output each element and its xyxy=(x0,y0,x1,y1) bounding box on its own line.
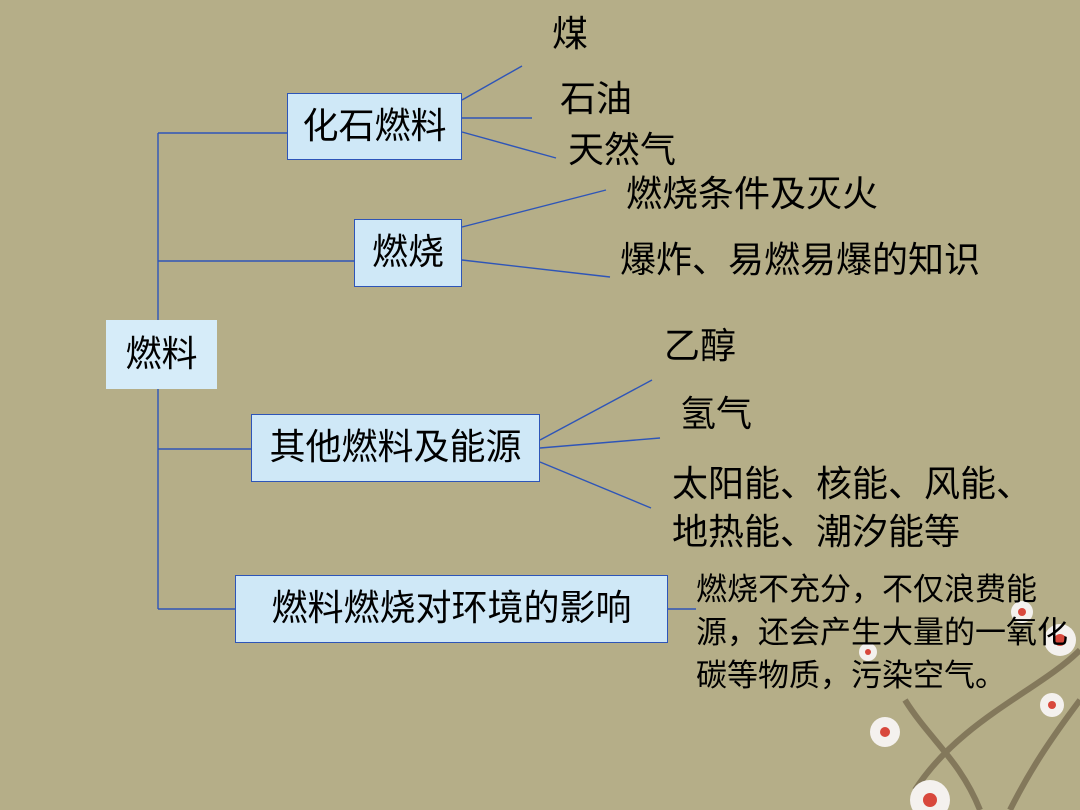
leaf-coal: 煤 xyxy=(552,14,589,55)
leaf-line-explosion xyxy=(461,259,611,278)
blossom-icon xyxy=(1011,601,1033,623)
leaf-combustion-conditions: 燃烧条件及灭火 xyxy=(626,174,879,215)
leaf-natural-gas: 天然气 xyxy=(568,130,677,171)
branch-label: 化石燃料 xyxy=(302,105,447,147)
leaf-line-coal xyxy=(461,65,523,101)
leaf-line-renewables xyxy=(539,461,652,509)
blossom-icon xyxy=(1044,624,1076,656)
branch-decoration xyxy=(902,647,1080,810)
branch-label: 其他燃料及能源 xyxy=(269,427,522,468)
blossom-icon xyxy=(1040,693,1064,717)
leaf-line-ethanol xyxy=(539,379,653,441)
branch-node-fossil-fuel: 化石燃料 xyxy=(287,93,462,160)
blossom-icon xyxy=(910,780,950,810)
branch-label: 燃料燃烧对环境的影响 xyxy=(271,588,632,629)
leaf-hydrogen: 氢气 xyxy=(680,394,753,435)
leaf-explosion-knowledge: 爆炸、易燃易爆的知识 xyxy=(620,240,981,281)
blossom-icon xyxy=(859,643,877,661)
branch-label: 燃烧 xyxy=(371,232,444,273)
leaf-renewables-line1: 太阳能、核能、风能、 xyxy=(672,464,1033,505)
leaf-oil: 石油 xyxy=(560,79,633,120)
leaf-ethanol: 乙醇 xyxy=(664,326,737,367)
branch-node-other-energy: 其他燃料及能源 xyxy=(251,414,540,482)
root-node: 燃料 xyxy=(106,320,217,389)
blossom-icon xyxy=(870,717,900,747)
leaf-renewables-line2: 地热能、潮汐能等 xyxy=(672,512,961,553)
leaf-line-hydrogen xyxy=(539,437,661,449)
root-label: 燃料 xyxy=(125,333,198,375)
leaf-line-gas xyxy=(461,131,557,159)
branch-node-combustion: 燃烧 xyxy=(354,219,462,287)
leaf-line-conditions xyxy=(461,189,607,228)
branch-node-environment: 燃料燃烧对环境的影响 xyxy=(235,575,668,643)
environment-note: 燃烧不充分，不仅浪费能源，还会产生大量的一氧化碳等物质，污染空气。 xyxy=(696,572,1068,694)
